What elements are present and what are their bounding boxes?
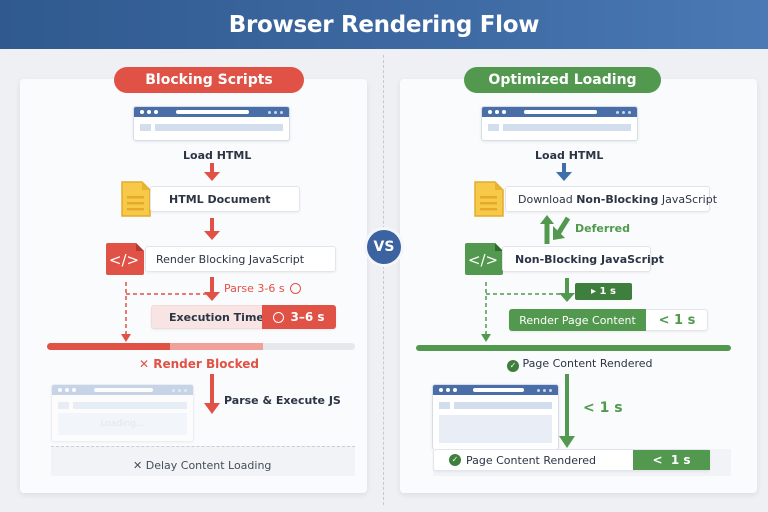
render-progress-bar	[47, 343, 355, 350]
blocking-scripts-pill: Blocking Scripts	[114, 67, 304, 93]
load-html-label: Load HTML	[535, 149, 604, 162]
page-rendered-value: < 1 s	[633, 450, 710, 470]
execution-value-text: 3–6 s	[290, 310, 325, 324]
arrow-down-icon	[204, 218, 220, 240]
clock-icon	[273, 311, 285, 323]
render-blocking-js-label: Render Blocking JavaScript	[156, 252, 305, 266]
execution-time-label: Execution Time	[169, 310, 264, 324]
svg-text:</>: </>	[468, 251, 498, 269]
svg-text:</>: </>	[109, 251, 139, 269]
arrow-down-icon	[204, 277, 220, 301]
blocking-panel	[20, 79, 367, 493]
arrow-down-icon	[559, 278, 575, 302]
deferred-arrows-icon	[540, 215, 571, 244]
code-icon: </>	[106, 243, 144, 275]
page-title: Browser Rendering Flow	[228, 11, 540, 38]
x-icon: ✕	[139, 357, 154, 371]
download-js-box: Download Non-Blocking JavaScript	[505, 186, 717, 212]
check-circle-icon: ✓	[507, 360, 519, 372]
loading-browser-window: Loading...	[51, 384, 194, 442]
parse-time-label: Parse 3-6 s	[224, 282, 302, 295]
execution-time-value: 3–6 s	[262, 305, 336, 329]
parse-execute-label: Parse & Execute JS	[224, 394, 341, 407]
vs-badge: VS	[367, 230, 401, 264]
delay-content-label: ✕ Delay Content Loading	[133, 459, 272, 472]
one-second-badge: ▸ 1 s	[575, 283, 632, 300]
dashed-path	[481, 282, 562, 342]
delay-content-bar	[51, 446, 355, 476]
render-blocking-js-box: Render Blocking JavaScript	[145, 246, 336, 272]
render-page-content-label: Render Page Content	[509, 309, 646, 331]
rendered-browser-window	[432, 384, 559, 450]
render-complete-bar	[416, 345, 731, 351]
html-document-box: HTML Document	[150, 186, 300, 212]
non-blocking-js-box: Non-Blocking JavaScript	[502, 246, 664, 272]
browser-window-icon	[481, 106, 638, 141]
load-html-label: Load HTML	[183, 149, 252, 162]
arrow-down-icon	[204, 163, 220, 181]
arrow-down-icon	[204, 374, 220, 414]
deferred-label: Deferred	[575, 222, 631, 235]
arrow-down-icon	[556, 163, 572, 181]
code-icon: </>	[465, 243, 503, 275]
render-blocked-label: ✕ Render Blocked	[139, 357, 259, 371]
optimized-loading-pill: Optimized Loading	[464, 67, 661, 93]
dashed-path	[121, 282, 212, 342]
check-circle-icon: ✓	[449, 454, 461, 466]
page-content-rendered-top: ✓ Page Content Rendered	[507, 357, 653, 372]
document-icon	[121, 181, 151, 217]
less-than-one-second-label: < 1 s	[583, 400, 623, 416]
document-icon	[474, 181, 504, 217]
progress-solid	[47, 343, 171, 350]
parse-time-text: Parse 3-6 s	[224, 282, 285, 295]
loading-text: Loading...	[58, 413, 187, 435]
header: Browser Rendering Flow	[0, 0, 768, 49]
center-divider	[383, 55, 384, 505]
progress-light	[170, 343, 263, 350]
html-document-label: HTML Document	[169, 192, 271, 206]
browser-window-icon	[133, 106, 290, 141]
clock-icon	[290, 283, 302, 294]
x-icon: ✕	[133, 459, 146, 472]
render-page-content-value: < 1 s	[658, 312, 696, 328]
arrow-down-icon	[559, 374, 575, 448]
